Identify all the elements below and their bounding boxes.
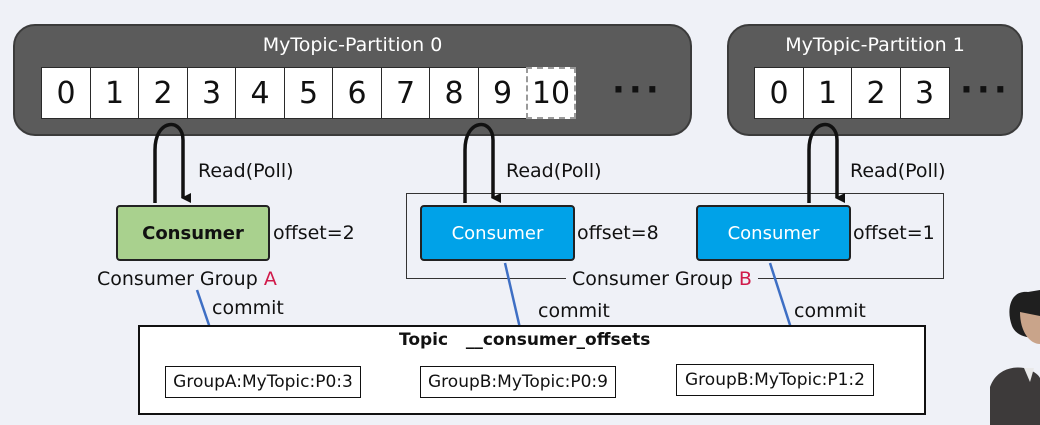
group-a-letter: A <box>263 268 277 290</box>
commit-label-b2: commit <box>794 300 866 322</box>
consumer-group-a-label: Consumer Group A <box>97 268 277 290</box>
group-b-prefix: Consumer Group <box>572 268 739 290</box>
commit-label-a: commit <box>212 297 284 319</box>
partition-1-title: MyTopic-Partition 1 <box>785 34 965 56</box>
partition-1-ellipsis: ··· <box>960 70 1011 110</box>
presenter-image <box>990 282 1040 425</box>
partition-0-ellipsis: ··· <box>612 70 663 110</box>
group-a-prefix: Consumer Group <box>97 268 264 290</box>
p1-cell-3: 3 <box>899 67 950 119</box>
p0-cell-7: 7 <box>380 67 431 119</box>
partition-1-cells: 0 1 2 3 <box>754 67 950 119</box>
consumer-b2-offset: offset=1 <box>853 222 935 244</box>
p0-cell-1: 1 <box>89 67 140 119</box>
p0-cell-10: 10 <box>526 67 576 119</box>
read-poll-arrow-b2 <box>807 123 845 203</box>
partition-0-cells: 0 1 2 3 4 5 6 7 8 9 10 <box>41 67 576 119</box>
consumer-a-offset: offset=2 <box>273 222 355 244</box>
read-poll-label-b2: Read(Poll) <box>850 160 946 182</box>
p0-cell-8: 8 <box>429 67 479 119</box>
consumer-offsets-topic-title: Topic __consumer_offsets <box>399 330 651 350</box>
p0-cell-0: 0 <box>41 67 91 119</box>
consumer-b2: Consumer <box>696 205 851 261</box>
consumer-group-b-label: Consumer Group B <box>566 268 758 290</box>
p1-cell-2: 2 <box>851 67 901 119</box>
partition-0-title: MyTopic-Partition 0 <box>262 34 443 56</box>
read-poll-arrow-a <box>153 123 191 203</box>
read-poll-arrow-b1 <box>463 123 501 203</box>
offset-entry-group-a-p0: GroupA:MyTopic:P0:3 <box>165 366 361 398</box>
p1-cell-0: 0 <box>754 67 804 119</box>
read-poll-label-a: Read(Poll) <box>198 160 294 182</box>
p0-cell-5: 5 <box>283 67 334 119</box>
commit-label-b1: commit <box>538 300 610 322</box>
group-b-letter: B <box>738 268 752 290</box>
consumer-a: Consumer <box>116 205 270 261</box>
p0-cell-3: 3 <box>186 67 237 119</box>
offset-entry-group-b-p1: GroupB:MyTopic:P1:2 <box>676 364 874 396</box>
p0-cell-6: 6 <box>332 67 382 119</box>
consumer-b1-offset: offset=8 <box>577 222 659 244</box>
consumer-b1: Consumer <box>420 205 575 261</box>
read-poll-label-b1: Read(Poll) <box>506 160 602 182</box>
offset-entry-group-b-p0: GroupB:MyTopic:P0:9 <box>420 366 616 398</box>
p0-cell-9: 9 <box>477 67 528 119</box>
